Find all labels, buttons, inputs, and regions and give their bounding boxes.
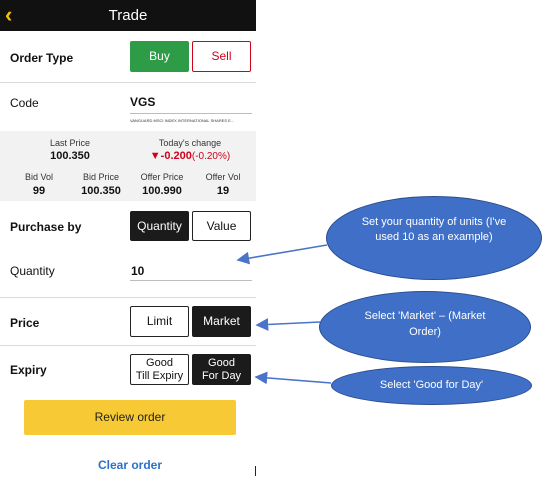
code-description: VANGUARD MSCI INDEX INTERNATIONAL SHARES… xyxy=(130,118,235,123)
gtc-line-2: Till Expiry xyxy=(135,370,184,382)
divider xyxy=(0,82,256,83)
market-callout: Select 'Market' – (Market Order) xyxy=(319,291,531,363)
code-input[interactable]: VGS xyxy=(130,95,156,109)
offer-vol-value: 19 xyxy=(216,185,230,197)
order-type-label: Order Type xyxy=(10,51,74,65)
expiry-label: Expiry xyxy=(10,363,47,377)
bid-vol-label: Bid Vol xyxy=(24,172,54,182)
bid-price-value: 100.350 xyxy=(81,185,121,197)
text-cursor xyxy=(255,466,256,476)
arrow-to-good-for-day xyxy=(254,371,332,385)
page-title: Trade xyxy=(108,7,148,24)
buy-button[interactable]: Buy xyxy=(130,41,189,72)
change-percent: (-0.20%) xyxy=(191,151,231,162)
offer-price-value: 100.990 xyxy=(142,185,182,197)
offer-vol-label: Offer Vol xyxy=(205,172,241,182)
divider xyxy=(0,345,256,346)
quantity-callout: Set your quantity of units (I've used 10… xyxy=(326,196,542,280)
clear-order-link[interactable]: Clear order xyxy=(97,458,163,472)
quantity-button[interactable]: Quantity xyxy=(130,211,189,241)
value-button[interactable]: Value xyxy=(192,211,251,241)
sell-button[interactable]: Sell xyxy=(192,41,251,72)
quantity-underline xyxy=(130,280,252,281)
price-label: Price xyxy=(10,316,40,330)
bid-price-label: Bid Price xyxy=(82,172,119,182)
todays-change: ▼-0.200(-0.20%) xyxy=(130,150,250,162)
market-button[interactable]: Market xyxy=(192,306,251,337)
good-till-expiry-button[interactable]: Good Till Expiry xyxy=(130,354,189,385)
code-underline xyxy=(130,113,252,114)
bid-vol-value: 99 xyxy=(32,185,46,197)
arrow-to-quantity xyxy=(236,244,328,265)
divider xyxy=(0,297,256,298)
arrow-to-market xyxy=(255,318,321,331)
top-bar: ‹ Trade xyxy=(0,0,256,31)
gfd-line-2: For Day xyxy=(201,370,242,382)
last-price-label: Last Price xyxy=(49,138,91,148)
gfd-line-1: Good xyxy=(208,357,235,369)
trade-screen: ‹ Trade Order Type Buy Sell Code VGS VAN… xyxy=(0,0,256,477)
good-for-day-callout: Select 'Good for Day' xyxy=(331,366,532,405)
code-label: Code xyxy=(10,96,39,110)
quantity-input[interactable]: 10 xyxy=(131,264,145,278)
todays-change-label: Today's change xyxy=(158,138,222,148)
quantity-label: Quantity xyxy=(10,264,55,278)
back-chevron-icon[interactable]: ‹ xyxy=(5,2,13,27)
purchase-by-label: Purchase by xyxy=(10,220,82,234)
offer-price-label: Offer Price xyxy=(140,172,184,182)
good-for-day-button[interactable]: Good For Day xyxy=(192,354,251,385)
change-value: ▼-0.200 xyxy=(149,150,192,162)
quote-panel: Last Price 100.350 Today's change ▼-0.20… xyxy=(0,131,256,201)
gtc-line-1: Good xyxy=(146,357,173,369)
review-order-button[interactable]: Review order xyxy=(24,400,236,435)
limit-button[interactable]: Limit xyxy=(130,306,189,337)
last-price-value: 100.350 xyxy=(50,150,90,162)
